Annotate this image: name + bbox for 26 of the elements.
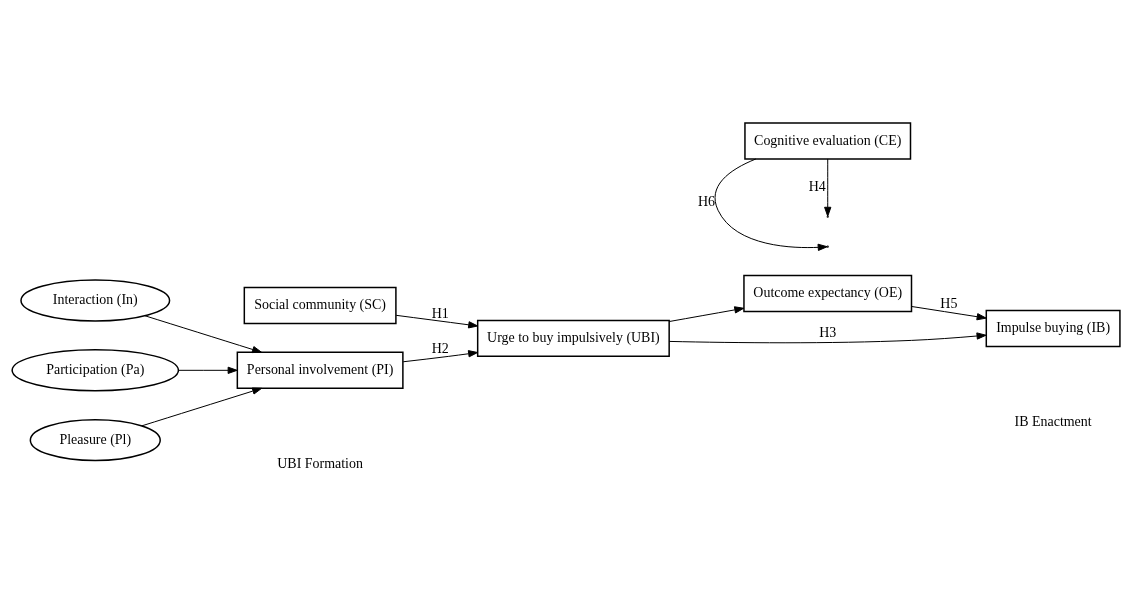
node-box: Urge to buy impulsively (UBI) (476, 319, 670, 358)
edge-label: H1 (431, 305, 449, 321)
node-ellipse: Interaction (In) (20, 279, 171, 322)
edge-label: H2 (431, 340, 449, 356)
arrow (141, 387, 263, 427)
edge-label: H6 (698, 194, 716, 210)
arrow (668, 332, 987, 344)
node-box: Impulse buying (IB) (985, 309, 1121, 348)
edge-label: H3 (819, 324, 837, 340)
arrow (668, 306, 745, 322)
node-ellipse: Pleasure (Pl) (29, 418, 161, 462)
node-box: Outcome expectancy (OE) (743, 274, 913, 313)
node-box: Social community (SC) (243, 286, 397, 325)
label: UBI Formation (277, 455, 363, 471)
node-box: Cognitive evaluation (CE) (744, 122, 912, 160)
edge-label: H5 (940, 295, 958, 311)
arrow (395, 314, 479, 329)
node-box: Personal involvement (PI) (236, 351, 404, 389)
node-ellipse: Participation (Pa) (11, 349, 180, 392)
arrow (824, 158, 832, 217)
arrow (144, 315, 262, 354)
arrow (402, 350, 479, 363)
edge-label: H4 (808, 179, 826, 195)
arrow (178, 366, 238, 374)
arrow (911, 305, 987, 321)
label: IB Enactment (1014, 413, 1092, 429)
